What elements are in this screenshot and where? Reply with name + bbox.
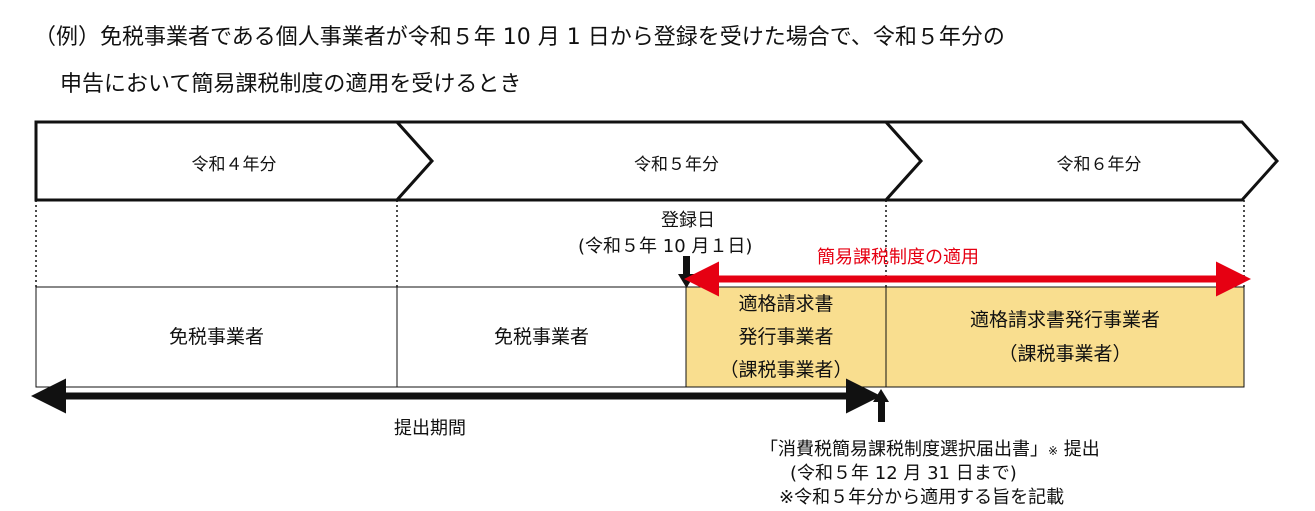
highlight-box-2023 bbox=[686, 287, 886, 387]
box-qualified-issuer-2024-line1: 適格請求書発行事業者 bbox=[969, 309, 1160, 331]
box-qualified-issuer-2023-line1: 適格請求書 bbox=[738, 292, 834, 315]
year-chevron-2024 bbox=[882, 120, 1280, 202]
filing-note-line1: 「消費税簡易課税制度選択届出書」※ 提出 bbox=[760, 435, 1100, 461]
box-qualified-issuer-2023-line2: 発行事業者 bbox=[738, 325, 834, 348]
box-exempt-2023-label: 免税事業者 bbox=[493, 326, 589, 348]
submission-period-label: 提出期間 bbox=[394, 418, 466, 439]
registration-date: (令和５年 10 月１日) bbox=[578, 236, 753, 257]
year-label-2023: 令和５年分 bbox=[634, 155, 719, 175]
simplified-tax-label: 簡易課税制度の適用 bbox=[817, 247, 979, 268]
box-exempt-2023: 免税事業者 bbox=[397, 287, 686, 387]
box-qualified-issuer-2024-line2: （課税事業者） bbox=[998, 343, 1132, 365]
box-exempt-2022: 免税事業者 bbox=[36, 287, 397, 387]
filing-note-remark: ※令和５年分から適用する旨を記載 bbox=[779, 487, 1065, 508]
filing-note-deadline: (令和５年 12 月 31 日まで) bbox=[790, 463, 1017, 484]
filing-note-submit: 提出 bbox=[1058, 439, 1100, 460]
submission-up-arrow bbox=[873, 389, 889, 422]
registration-arrow bbox=[678, 256, 695, 288]
year-label-2024: 令和６年分 bbox=[1056, 155, 1142, 175]
box-qualified-issuer-2024: 適格請求書発行事業者 （課税事業者） bbox=[886, 287, 1244, 387]
intro-line-1: （例）免税事業者である個人事業者が令和５年 10 月 1 日から登録を受けた場合… bbox=[34, 25, 1005, 50]
intro-line-2: 申告において簡易課税制度の適用を受けるとき bbox=[60, 72, 522, 97]
year-label-2022: 令和４年分 bbox=[191, 155, 277, 175]
box-exempt-2022-label: 免税事業者 bbox=[168, 326, 264, 348]
registration-title: 登録日 bbox=[661, 210, 715, 231]
filing-note-mark: ※ bbox=[1048, 444, 1059, 458]
box-qualified-issuer-2023: 適格請求書 発行事業者 （課税事業者） bbox=[686, 287, 886, 387]
filing-note-form-name: 「消費税簡易課税制度選択届出書」 bbox=[760, 439, 1048, 460]
box-qualified-issuer-2023-line3: （課税事業者） bbox=[719, 358, 853, 381]
highlight-box-2024 bbox=[886, 287, 1244, 387]
